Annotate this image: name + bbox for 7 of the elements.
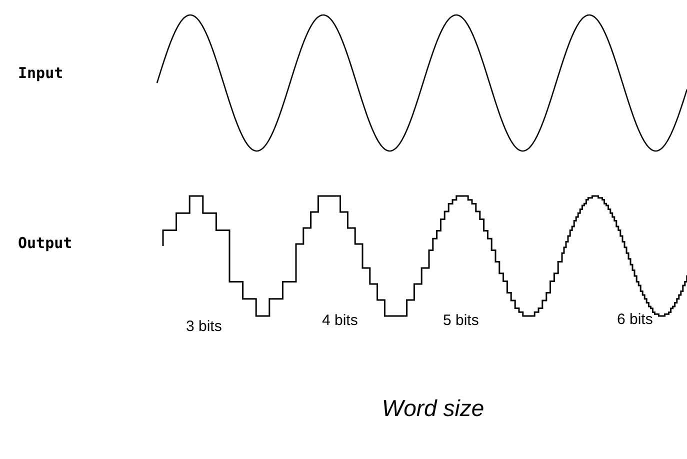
caption: Word size <box>382 395 484 422</box>
word-size-label: 3 bits <box>186 318 222 335</box>
word-size-label: 5 bits <box>443 312 479 329</box>
word-size-label: 4 bits <box>322 312 358 329</box>
word-size-label: 6 bits <box>617 311 653 328</box>
row-label: Input <box>18 64 64 82</box>
row-label: Output <box>18 234 72 252</box>
